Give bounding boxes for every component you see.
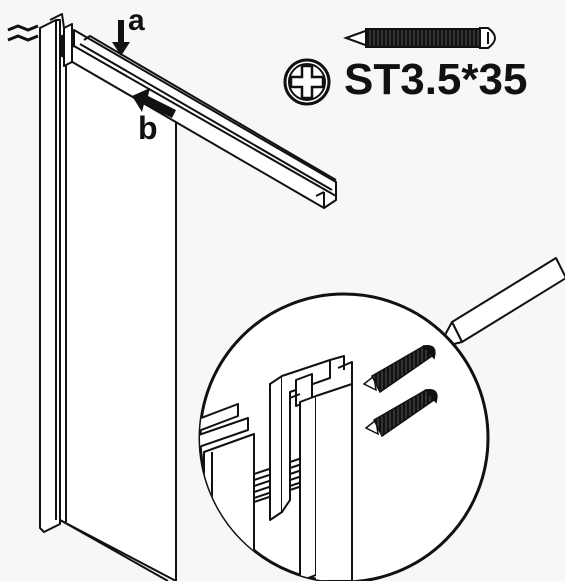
arrow-a xyxy=(112,20,130,56)
break-mark xyxy=(7,24,39,42)
door-panel xyxy=(39,19,177,581)
arrow-b xyxy=(132,88,176,118)
part-b-label: b xyxy=(138,110,158,146)
detail-view xyxy=(198,292,490,581)
pencil-icon xyxy=(437,257,565,349)
top-rail xyxy=(49,13,337,209)
screw-spec-label: ST3.5*35 xyxy=(344,55,528,104)
screw-icon xyxy=(343,27,496,49)
phillips-head-icon xyxy=(283,58,331,106)
part-a-label: a xyxy=(128,4,145,37)
